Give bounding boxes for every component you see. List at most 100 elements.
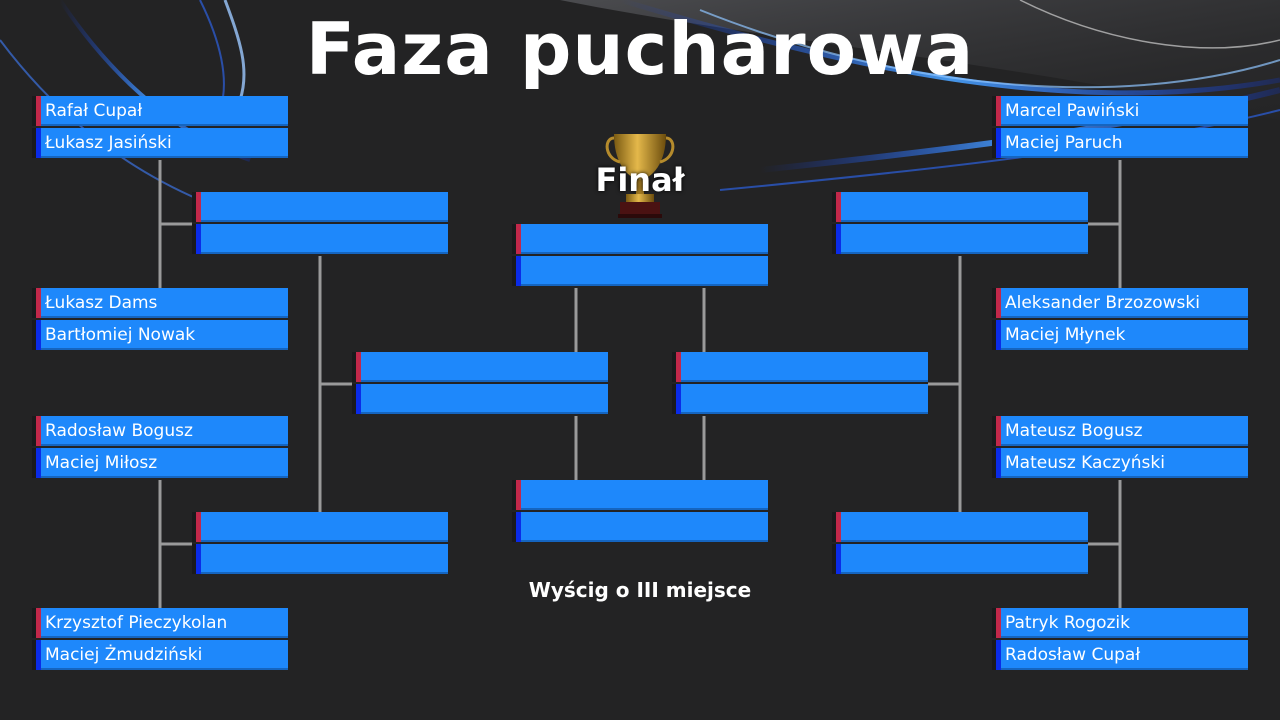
connector-line [318,256,352,512]
match-slot-right-r1-3[interactable]: Mateusz Bogusz Mateusz Kaczyński [992,416,1248,480]
seed-stripe [32,288,41,318]
competitor-row[interactable]: Rafał Cupał [32,96,288,126]
competitor-row[interactable]: Mateusz Bogusz [992,416,1248,446]
seed-stripe [192,544,201,574]
competitor-row[interactable]: Marcel Pawiński [992,96,1248,126]
competitor-row[interactable] [672,384,928,414]
final-label: Finał [595,161,685,199]
competitor-row[interactable]: Maciej Miłosz [32,448,288,478]
seed-stripe [832,512,841,542]
competitor-name: Maciej Paruch [1005,133,1123,153]
connector-line [928,256,962,512]
seed-stripe [672,352,681,382]
competitor-name: Maciej Młynek [1005,325,1126,345]
seed-stripe [32,128,41,158]
seed-stripe [992,416,1001,446]
seed-stripe [992,320,1001,350]
competitor-row[interactable] [192,224,448,254]
seed-stripe [832,192,841,222]
competitor-name: Radosław Bogusz [45,421,193,441]
match-slot-left-r1-4[interactable]: Krzysztof Pieczykolan Maciej Żmudziński [32,608,288,672]
seed-stripe [32,640,41,670]
seed-stripe [992,128,1001,158]
match-slot-final[interactable] [512,224,768,288]
seed-stripe [992,608,1001,638]
seed-stripe [832,224,841,254]
competitor-row[interactable]: Mateusz Kaczyński [992,448,1248,478]
seed-stripe [992,640,1001,670]
match-slot-left-r1-1[interactable]: Rafał Cupał Łukasz Jasiński [32,96,288,160]
match-slot-right-r1-4[interactable]: Patryk Rogozik Radosław Cupał [992,608,1248,672]
competitor-row[interactable] [192,544,448,574]
competitor-name: Aleksander Brzozowski [1005,293,1200,313]
competitor-name: Mateusz Bogusz [1005,421,1143,441]
connector-line [1088,480,1122,608]
seed-stripe [832,544,841,574]
competitor-row[interactable]: Maciej Młynek [992,320,1248,350]
competitor-name: Maciej Żmudziński [45,645,203,665]
match-slot-right-semi[interactable] [672,352,928,416]
competitor-name: Łukasz Jasiński [45,133,172,153]
seed-stripe [992,448,1001,478]
competitor-row[interactable] [832,512,1088,542]
match-slot-right-r1-2[interactable]: Aleksander Brzozowski Maciej Młynek [992,288,1248,352]
seed-stripe [192,512,201,542]
seed-stripe [512,480,521,510]
competitor-row[interactable] [512,256,768,286]
competitor-row[interactable] [832,192,1088,222]
competitor-row[interactable] [192,512,448,542]
page-title: Faza pucharowa [305,7,975,91]
match-slot-left-semi[interactable] [352,352,608,416]
match-slot-right-r1-1[interactable]: Marcel Pawiński Maciej Paruch [992,96,1248,160]
competitor-row[interactable]: Bartłomiej Nowak [32,320,288,350]
competitor-row[interactable] [512,512,768,542]
competitor-name: Mateusz Kaczyński [1005,453,1165,473]
seed-stripe [32,320,41,350]
competitor-row[interactable] [512,480,768,510]
competitor-row[interactable]: Maciej Żmudziński [32,640,288,670]
competitor-row[interactable]: Łukasz Jasiński [32,128,288,158]
competitor-name: Krzysztof Pieczykolan [45,613,228,633]
competitor-row[interactable]: Patryk Rogozik [992,608,1248,638]
seed-stripe [992,288,1001,318]
seed-stripe [192,192,201,222]
competitor-row[interactable] [512,224,768,254]
seed-stripe [512,512,521,542]
seed-stripe [192,224,201,254]
seed-stripe [32,96,41,126]
match-slot-right-r2-2[interactable] [832,512,1088,576]
match-slot-left-r2-2[interactable] [192,512,448,576]
seed-stripe [512,224,521,254]
competitor-name: Bartłomiej Nowak [45,325,196,345]
seed-stripe [32,448,41,478]
competitor-row[interactable]: Maciej Paruch [992,128,1248,158]
competitor-name: Marcel Pawiński [1005,101,1140,121]
competitor-row[interactable] [672,352,928,382]
competitor-name: Rafał Cupał [45,101,143,121]
competitor-row[interactable]: Aleksander Brzozowski [992,288,1248,318]
match-slot-left-r2-1[interactable] [192,192,448,256]
competitor-row[interactable]: Radosław Cupał [992,640,1248,670]
match-slot-left-r1-3[interactable]: Radosław Bogusz Maciej Miłosz [32,416,288,480]
competitor-row[interactable]: Łukasz Dams [32,288,288,318]
competitor-row[interactable] [832,224,1088,254]
trophy-icon [605,134,675,218]
competitor-row[interactable]: Radosław Bogusz [32,416,288,446]
competitor-row[interactable]: Krzysztof Pieczykolan [32,608,288,638]
match-slot-third-place[interactable] [512,480,768,544]
match-slot-left-r1-2[interactable]: Łukasz Dams Bartłomiej Nowak [32,288,288,352]
competitor-row[interactable] [352,352,608,382]
connector-line [158,480,192,608]
match-slot-right-r2-1[interactable] [832,192,1088,256]
competitor-row[interactable] [352,384,608,414]
seed-stripe [352,384,361,414]
competitor-row[interactable] [832,544,1088,574]
competitor-row[interactable] [192,192,448,222]
seed-stripe [672,384,681,414]
competitor-name: Maciej Miłosz [45,453,158,473]
seed-stripe [32,608,41,638]
seed-stripe [352,352,361,382]
seed-stripe [992,96,1001,126]
seed-stripe [32,416,41,446]
